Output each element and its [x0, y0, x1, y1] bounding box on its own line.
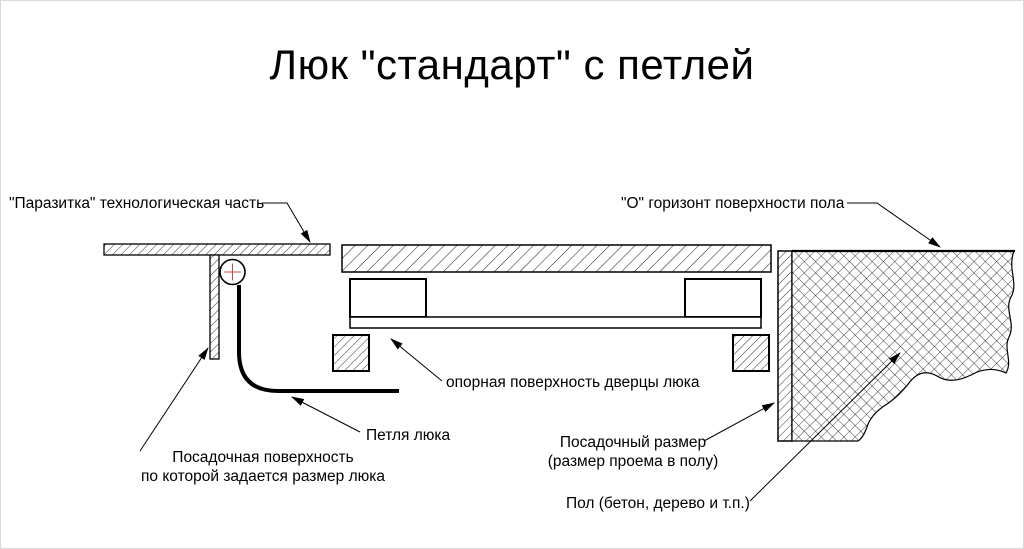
label-hinge: Петля люка	[366, 427, 451, 444]
floor-section	[777, 249, 1015, 442]
parasitka-technological-part	[103, 243, 331, 360]
page-title: Люк "стандарт" с петлей	[269, 41, 755, 88]
door-bottom-plate	[349, 316, 762, 329]
frame-seat-left	[332, 334, 370, 372]
label-seating-surface-line2: по которой задается размер люка	[141, 468, 385, 485]
label-seating-size-line2: (размер проема в полу)	[548, 453, 719, 470]
label-parasitka: "Паразитка" технологическая часть	[9, 195, 264, 212]
frame-vertical-strip	[777, 250, 793, 442]
door-top-slab	[341, 244, 772, 273]
label-support-surface: опорная поверхность дверцы люка	[446, 374, 700, 391]
leader-support-surface	[390, 338, 443, 382]
callout-labels: "Паразитка" технологическая часть "О" го…	[9, 195, 845, 512]
hatch-door	[341, 244, 772, 329]
leader-horizon	[847, 202, 941, 248]
hinge-strap	[237, 285, 399, 393]
door-right-profile	[684, 278, 762, 318]
parasitka-vertical-strip	[209, 254, 220, 360]
leader-hinge	[291, 396, 361, 433]
leader-lines	[139, 202, 941, 502]
leader-parasitka	[262, 202, 311, 243]
door-left-profile	[349, 278, 427, 318]
label-horizon: "О" горизонт поверхности пола	[621, 195, 845, 212]
label-floor: Пол (бетон, дерево и т.п.)	[566, 495, 750, 512]
leader-floor	[749, 352, 901, 502]
frame-seat-right	[732, 334, 770, 372]
hinge-center-mark-icon	[224, 263, 241, 281]
floor-mass	[791, 250, 1015, 442]
hinge-assembly	[219, 258, 399, 393]
label-seating-surface-line1: Посадочная поверхность	[172, 449, 353, 466]
frame-seat-profiles	[332, 334, 770, 372]
parasitka-bar	[103, 243, 331, 256]
label-seating-size-line1: Посадочный размер	[560, 434, 706, 451]
leader-seating-size	[703, 402, 775, 442]
leader-seating-surface	[139, 347, 209, 452]
